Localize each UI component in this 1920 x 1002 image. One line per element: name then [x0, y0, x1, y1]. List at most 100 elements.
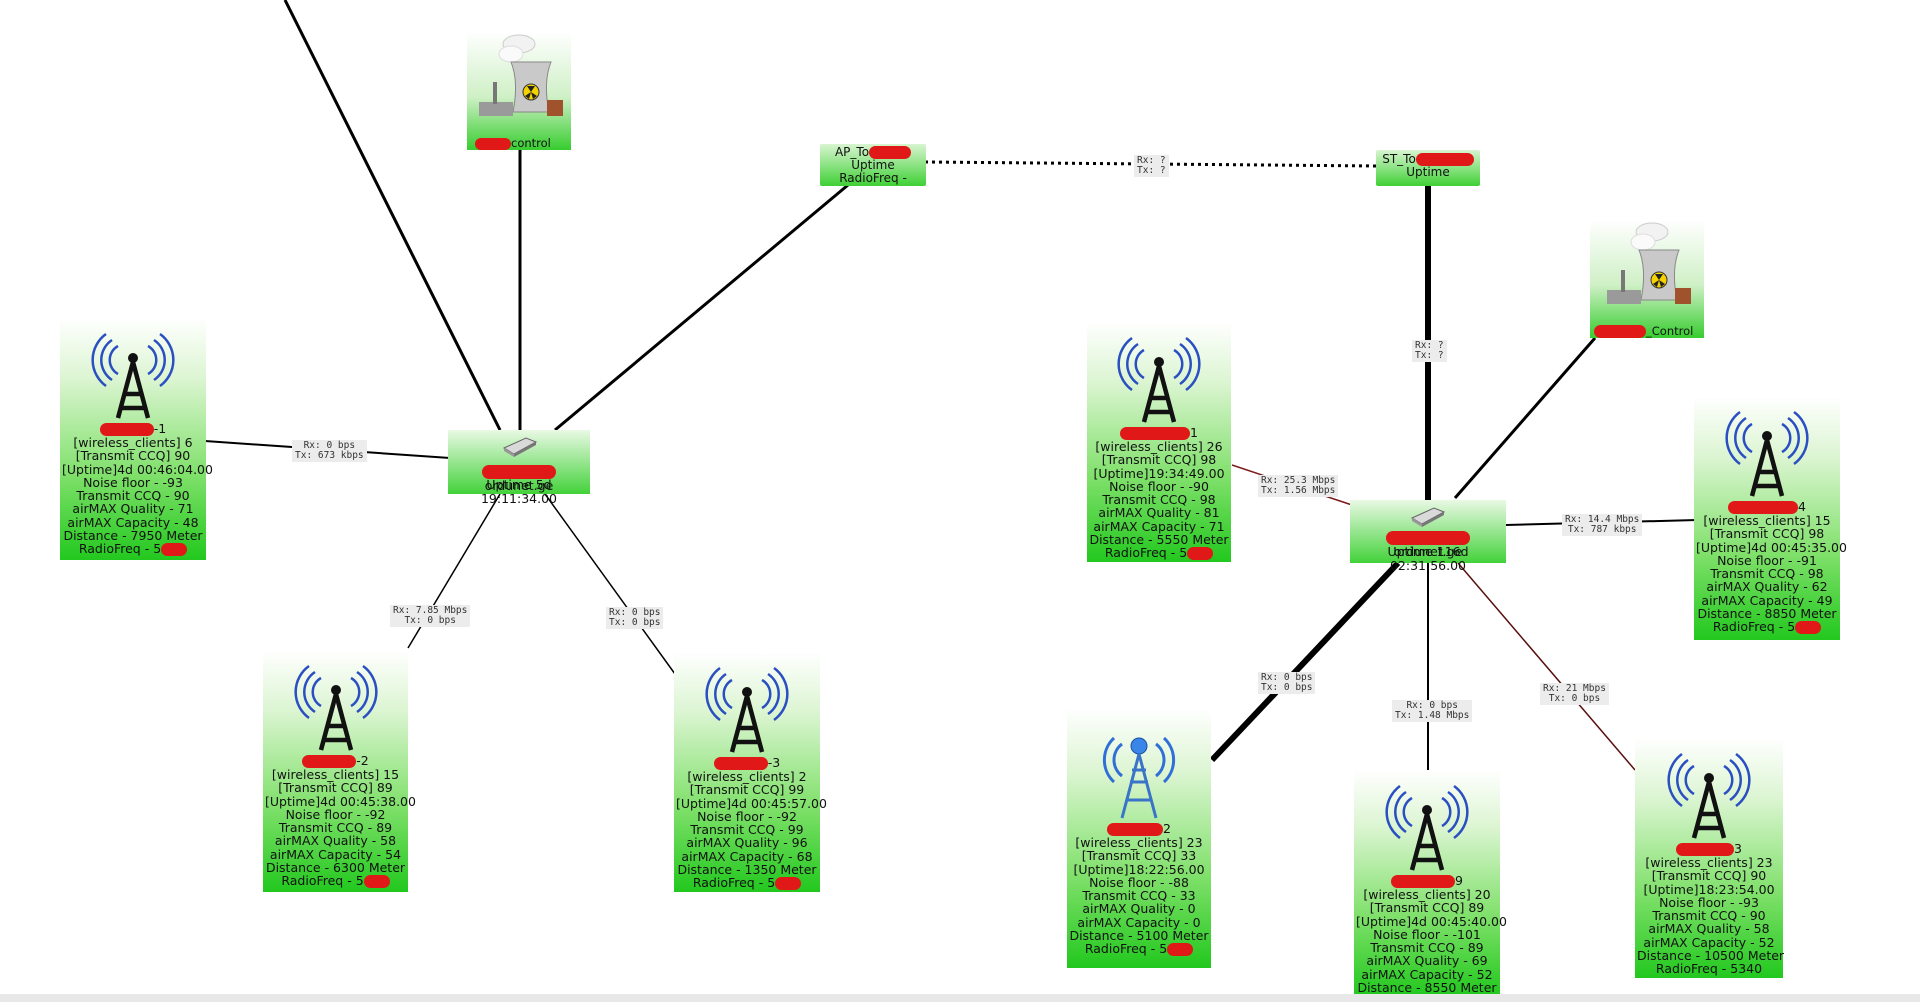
tower-stat-line: Transmit CCQ - 98	[1089, 493, 1229, 506]
tower-stat-line: Distance - 10500 Meter	[1637, 948, 1785, 964]
st-bridge-node[interactable]: ST_To Uptime	[1376, 150, 1480, 186]
rx-label: Rx: 7.85 Mbps	[393, 605, 468, 616]
tower-stat-text: Noise floor - -93	[1659, 894, 1759, 910]
tower-stat-text: RadioFreq - 5	[78, 541, 162, 557]
plant-label-text: _Control	[1646, 324, 1694, 338]
tower-name: -1	[62, 422, 204, 436]
ap-bridge-name: AP_To	[834, 145, 870, 159]
rx-label: Rx: 0 bps	[609, 607, 661, 618]
tower-stat-line: [wireless_clients] 23	[1069, 836, 1209, 849]
redaction-mark	[1386, 530, 1470, 545]
tower-stat-text: airMAX Capacity - 49	[1701, 592, 1833, 608]
ap-bridge-radiofreq: RadioFreq -	[839, 171, 907, 185]
tower-stat-line: airMAX Quality - 81	[1089, 506, 1229, 519]
tower-node[interactable]: 9[wireless_clients] 20[Transmit CCQ] 89[…	[1354, 770, 1507, 996]
radio-tower-icon	[705, 666, 789, 753]
tower-stat-text: Noise floor - -90	[1109, 478, 1209, 494]
tower-name: 2	[1069, 822, 1209, 836]
link-router2-control	[1453, 337, 1597, 499]
rx-label: Rx: 0 bps	[303, 440, 356, 451]
tx-label: Tx: ?	[1415, 350, 1444, 361]
tower-stat-text: Transmit CCQ - 89	[1370, 940, 1484, 956]
tower-stat-line: airMAX Quality - 58	[1637, 922, 1781, 935]
redaction-mark	[1795, 621, 1822, 635]
tower-stat-text: [wireless_clients] 26	[1095, 439, 1223, 454]
tower-node[interactable]: -1[wireless_clients] 6[Transmit CCQ] 90[…	[60, 318, 213, 560]
link-label: Rx: ?Tx: ?	[1134, 155, 1169, 177]
tower-stat-text: [Transmit CCQ] 89	[278, 780, 393, 796]
tower-stat-line: Distance - 8850 Meter	[1696, 607, 1838, 620]
tower-node[interactable]: 1[wireless_clients] 26[Transmit CCQ] 98[…	[1087, 322, 1231, 562]
tower-name: 9	[1356, 874, 1498, 888]
tower-node[interactable]: 3[wireless_clients] 23[Transmit CCQ] 90[…	[1635, 738, 1785, 978]
tower-stat-text: Noise floor - -93	[83, 474, 183, 490]
link-router1-tower3	[544, 493, 676, 675]
tower-stat-text: airMAX Quality - 71	[72, 501, 194, 517]
tower-stat-line: RadioFreq - 5	[1089, 545, 1229, 561]
power-plant-icon	[1607, 222, 1691, 304]
tower-node[interactable]: 4[wireless_clients] 15[Transmit CCQ] 98[…	[1694, 396, 1847, 640]
tower-stat-line: airMAX Capacity - 0	[1069, 916, 1209, 929]
rx-label: Rx: 21 Mbps	[1543, 683, 1606, 694]
tower-stat-text: Distance - 1350 Meter	[677, 862, 817, 878]
tower-stat-text: Noise floor - -101	[1373, 926, 1481, 942]
tower-stat-line: [Transmit CCQ] 89	[1356, 901, 1498, 914]
tower-stat-line: airMAX Capacity - 49	[1696, 594, 1838, 607]
redaction-mark	[1107, 823, 1164, 836]
tower-stat-text: airMAX Capacity - 0	[1077, 914, 1201, 930]
tower-stat-line: Transmit CCQ - 33	[1069, 889, 1209, 902]
tower-stat-text: airMAX Capacity - 52	[1643, 934, 1775, 950]
tower-name-suffix: -1	[153, 421, 167, 436]
tower-stat-text: RadioFreq - 5	[1084, 941, 1168, 957]
tower-stat-line: RadioFreq - 5	[265, 874, 406, 889]
router-icon	[502, 437, 538, 457]
tower-stat-text: [Transmit CCQ] 90	[1651, 868, 1767, 884]
tower-stat-line: Noise floor - -88	[1069, 876, 1209, 889]
tower-stat-text: airMAX Capacity - 71	[1093, 518, 1225, 534]
radio-tower-icon	[1667, 752, 1751, 839]
router-node-2[interactable]: ordunet.ge Uptime 116d 02:31:56.00	[1350, 500, 1506, 573]
blue-antenna-icon	[1102, 736, 1176, 819]
tower-stat-text: Transmit CCQ - 33	[1082, 888, 1196, 904]
tower-stat-text: RadioFreq - 5	[1104, 545, 1188, 561]
tx-label: Tx: 1.48 Mbps	[1395, 710, 1470, 721]
tower-stat-line: Noise floor - -92	[676, 810, 818, 823]
tower-stat-line: Distance - 5550 Meter	[1089, 533, 1229, 546]
tower-stat-text: Distance - 5550 Meter	[1089, 532, 1229, 548]
tower-stat-text: [wireless_clients] 20	[1363, 887, 1491, 902]
power-plant-node-control-2[interactable]: _Control	[1590, 220, 1704, 338]
tower-stat-text: airMAX Quality - 62	[1706, 579, 1828, 595]
tx-label: Tx: 0 bps	[609, 617, 661, 628]
tower-stat-line: Transmit CCQ - 90	[1637, 909, 1781, 922]
tower-stat-line: [wireless_clients] 15	[265, 768, 406, 781]
tower-stat-line: RadioFreq - 5	[62, 541, 204, 557]
tower-stat-text: Distance - 10500 Meter	[1637, 948, 1785, 964]
tower-stat-line: airMAX Capacity - 52	[1356, 968, 1498, 981]
plant-label-text: control	[511, 136, 551, 150]
radio-tower-icon	[1117, 336, 1201, 423]
tower-stat-text: Transmit CCQ - 99	[690, 822, 804, 838]
tower-stat-line: [Uptime]4d 00:45:40.00	[1356, 914, 1507, 928]
tower-name: 3	[1637, 842, 1781, 856]
redaction-mark	[99, 423, 154, 436]
tower-node[interactable]: -3[wireless_clients] 2[Transmit CCQ] 99[…	[674, 652, 827, 892]
tower-node[interactable]: 2[wireless_clients] 23[Transmit CCQ] 33[…	[1067, 708, 1211, 968]
tower-stat-line: Distance - 1350 Meter	[676, 863, 818, 876]
power-plant-node-control[interactable]: control	[467, 32, 571, 150]
router-domain: ordunet.ge	[484, 477, 554, 493]
tower-stat-text: [Transmit CCQ] 98	[1709, 526, 1825, 542]
ap-bridge-node[interactable]: AP_To Uptime RadioFreq -	[820, 144, 926, 186]
tower-stat-text: [wireless_clients] 6	[73, 435, 193, 450]
redaction-mark	[1594, 325, 1646, 338]
redaction-mark	[475, 137, 511, 150]
rx-label: Rx: 0 bps	[1261, 672, 1313, 683]
tower-stat-line: Distance - 5100 Meter	[1069, 929, 1209, 942]
tower-stat-line: Noise floor - -93	[62, 476, 204, 489]
tower-stat-line: RadioFreq - 5340	[1637, 962, 1781, 975]
tower-node[interactable]: -2[wireless_clients] 15[Transmit CCQ] 89…	[263, 650, 416, 892]
tx-label: Tx: ?	[1137, 165, 1166, 176]
router-node-1[interactable]: ordunet.ge Uptime 5d 19:11:34.00	[448, 430, 590, 506]
redaction-mark	[1391, 875, 1456, 888]
